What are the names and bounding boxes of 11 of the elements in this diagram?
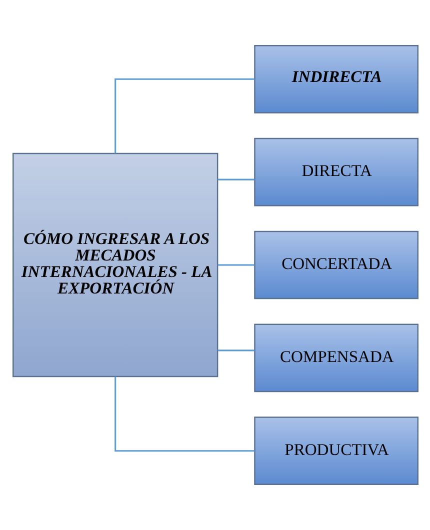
node-box: CONCERTADA (254, 230, 418, 300)
node-box: INDIRECTA (254, 44, 418, 114)
node-box: PRODUCTIVA (254, 416, 418, 486)
node-box: COMPENSADA (254, 324, 418, 392)
connector (217, 264, 254, 266)
connector (114, 376, 254, 452)
node-box: DIRECTA (254, 138, 418, 206)
node-box: CÓMO INGRESAR A LOS MECADOS INTERNACIONALES - LA EXPORTACIÓN (12, 152, 218, 378)
connector (217, 178, 254, 180)
connector (217, 350, 254, 352)
connector (114, 78, 254, 154)
